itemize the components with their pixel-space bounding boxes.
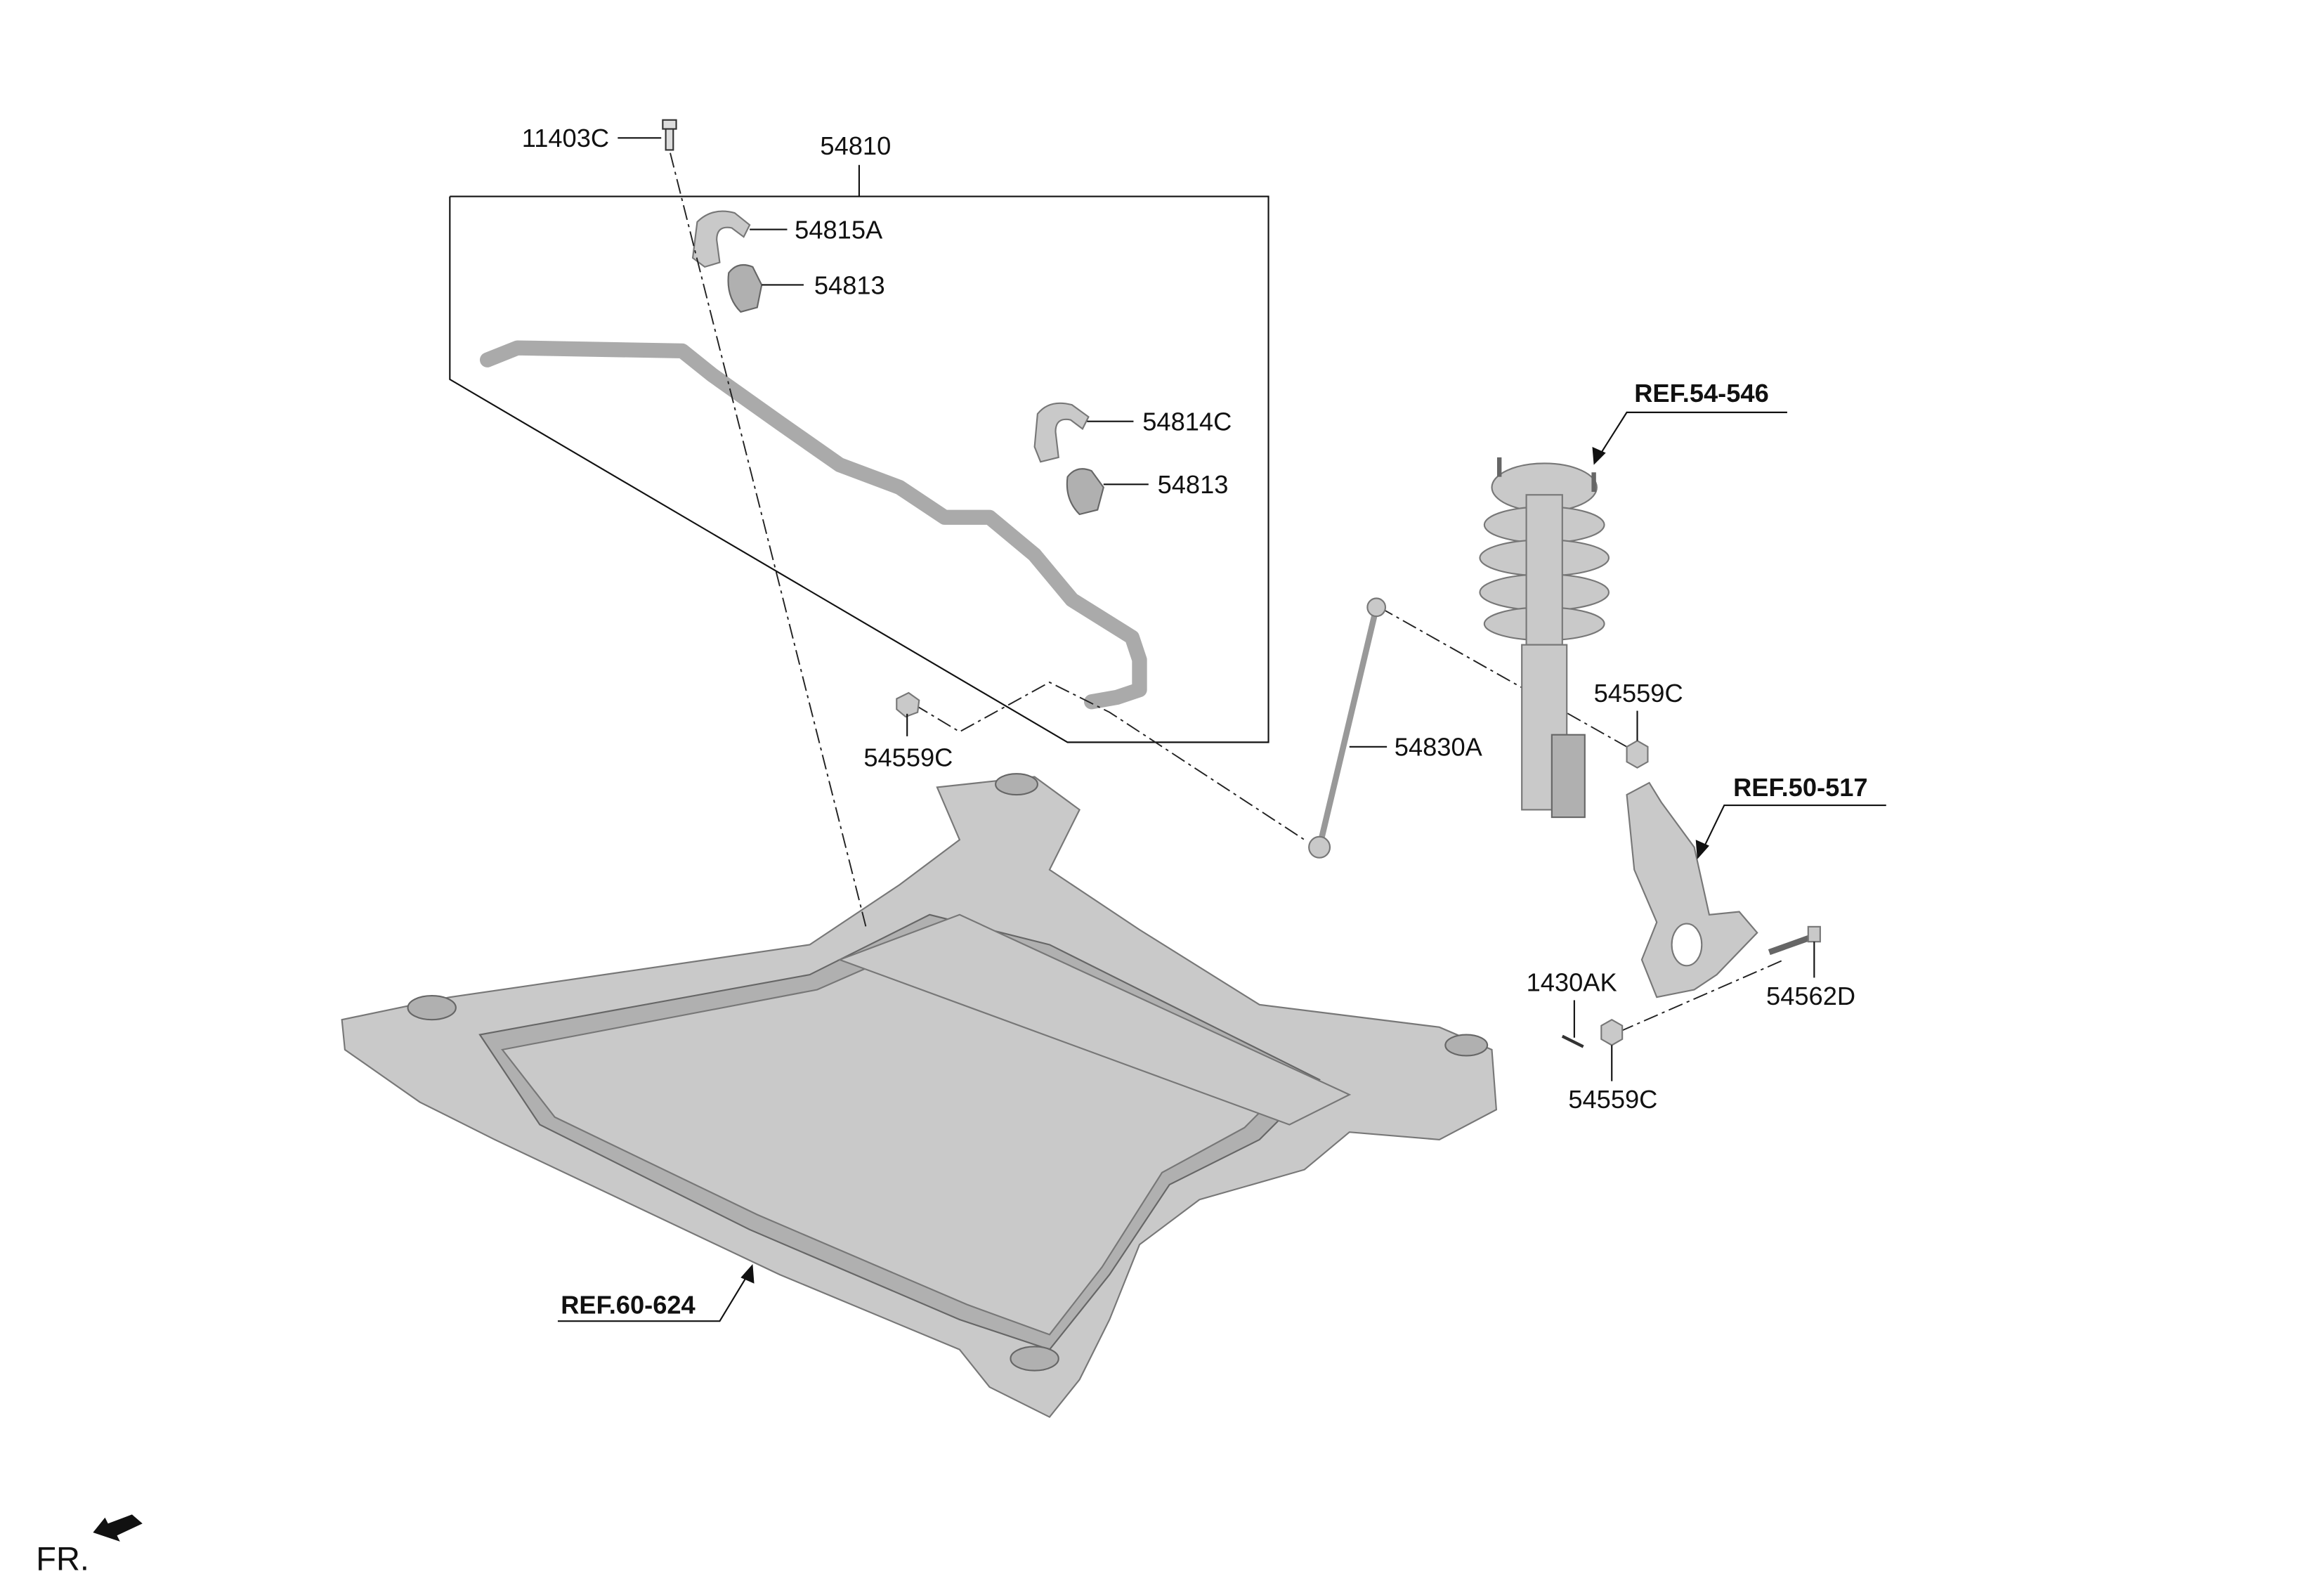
stabilizer-bar <box>479 340 1147 710</box>
bushing-54813-upper <box>727 264 763 313</box>
label-11403C: 11403C <box>522 124 609 152</box>
label-54813-upper: 54813 <box>814 271 885 299</box>
centerline-link <box>914 681 1305 840</box>
nut-54559C-left <box>896 691 920 718</box>
label-54559C-strut: 54559C <box>1594 679 1683 708</box>
label-54830A: 54830A <box>1395 733 1483 762</box>
arrow-icon <box>1592 446 1606 465</box>
centerline-knuckle <box>1619 958 1785 1033</box>
front-direction-label: FR. <box>36 1540 89 1577</box>
cotter-pin-1430AK <box>1561 1034 1584 1048</box>
label-1430AK: 1430AK <box>1527 968 1617 997</box>
bushing-54813-lower <box>1066 468 1104 516</box>
label-54559C-knuckle: 54559C <box>1568 1085 1657 1114</box>
bracket-54815A <box>691 210 751 268</box>
assembly-box-54810 <box>449 195 1269 743</box>
nut-54559C-knuckle <box>1600 1018 1624 1046</box>
subframe <box>341 773 1498 1419</box>
front-arrow-icon <box>93 1514 143 1542</box>
label-54559C-left: 54559C <box>863 743 953 772</box>
steering-knuckle <box>1626 781 1758 998</box>
stabilizer-link-54830A <box>1308 597 1387 859</box>
arrow-icon <box>740 1264 755 1284</box>
label-54813-lower: 54813 <box>1158 470 1229 499</box>
nut-54559C-strut <box>1626 740 1649 769</box>
ref-50-517[interactable]: REF.50-517 <box>1733 773 1868 802</box>
bolt-54562D <box>1768 925 1821 956</box>
bolt-11403C <box>662 119 677 151</box>
arrow-icon <box>1695 840 1709 859</box>
centerline-strut <box>1378 606 1628 748</box>
label-54810: 54810 <box>820 131 891 160</box>
bracket-54814C <box>1033 402 1090 463</box>
label-54814C: 54814C <box>1142 407 1232 436</box>
label-54562D: 54562D <box>1766 982 1855 1010</box>
strut-assembly <box>1479 457 1610 819</box>
centerline-bolt <box>670 152 868 930</box>
ref-54-546[interactable]: REF.54-546 <box>1634 379 1769 408</box>
ref-60-624[interactable]: REF.60-624 <box>561 1290 696 1319</box>
label-54815A: 54815A <box>795 215 883 244</box>
